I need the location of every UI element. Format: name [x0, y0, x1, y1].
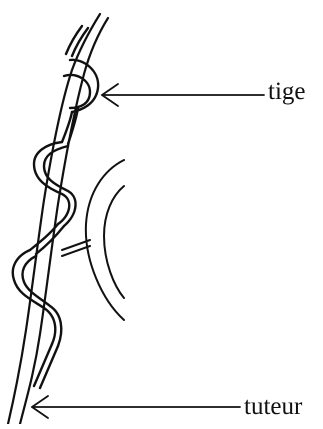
arrow-to-stem	[102, 84, 264, 106]
stem-label: tige	[268, 79, 306, 104]
leaf-outline	[62, 160, 124, 320]
stake	[8, 14, 108, 424]
stake-label: tuteur	[244, 394, 302, 419]
arrow-to-stake	[32, 396, 240, 418]
